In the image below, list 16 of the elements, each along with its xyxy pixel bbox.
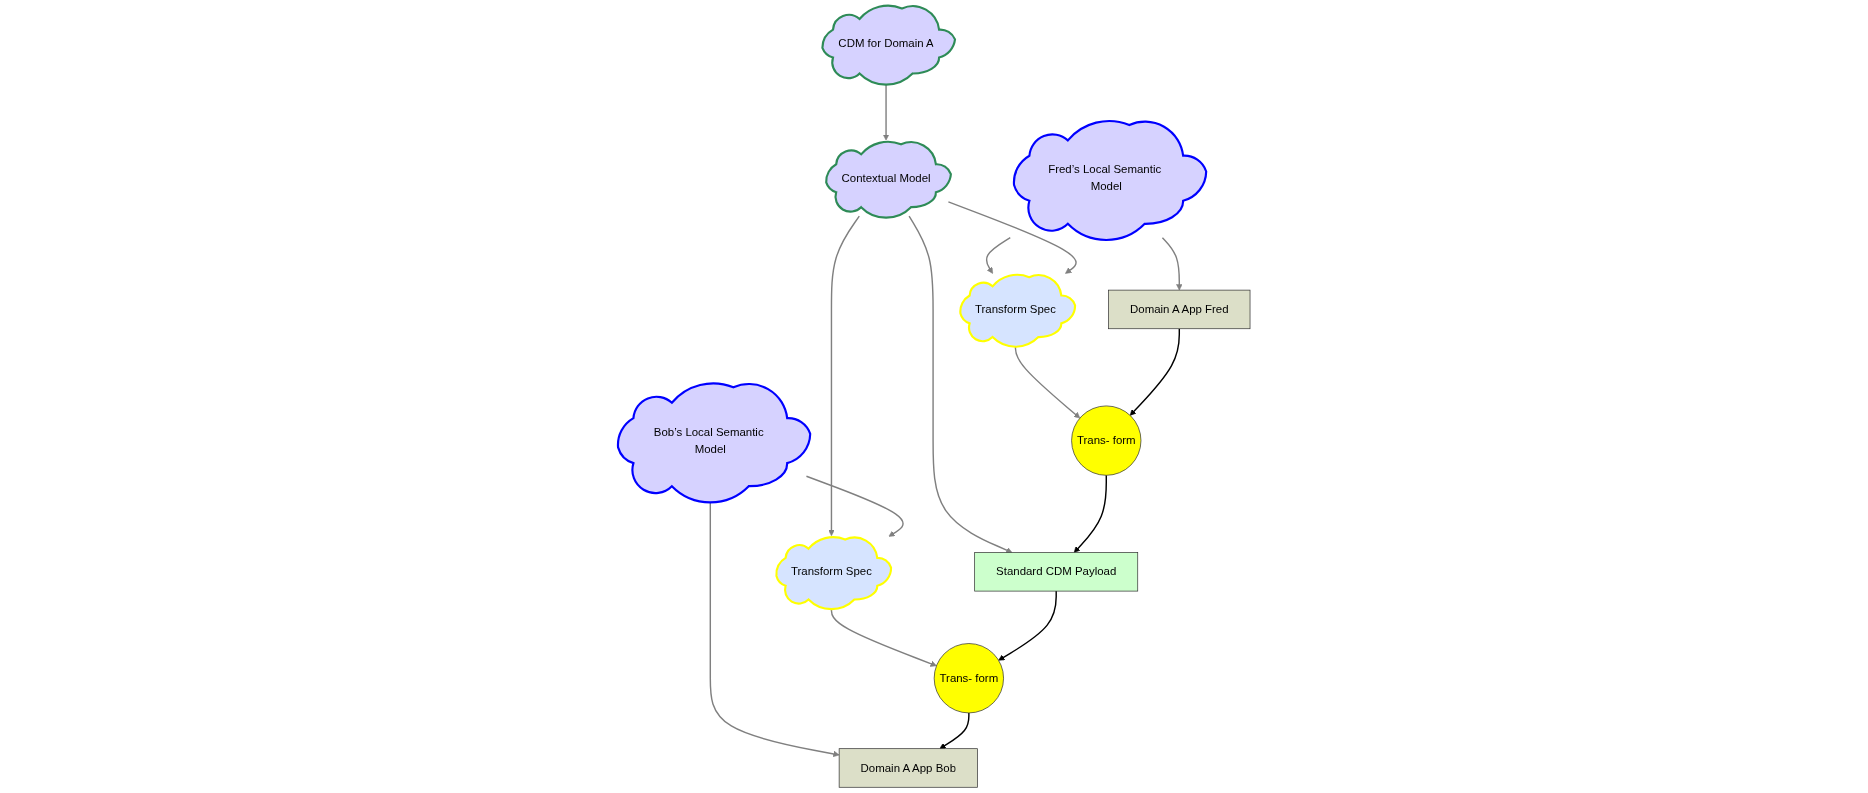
node-box: Domain A App Fred [1108,289,1251,330]
arrow [1073,474,1107,553]
arrow [939,712,970,749]
arrow [830,607,937,667]
arrow [985,237,1011,274]
arrow [828,215,860,537]
arrow [805,475,904,537]
node-circle: Trans- form [933,643,1004,714]
node-box: Standard CDM Payload [974,552,1139,592]
node-box: Domain A App Bob [838,748,978,788]
arrow [1129,328,1180,416]
arrow [998,590,1057,661]
arrow [908,215,1013,554]
node-circle: Trans- form [1071,405,1142,476]
arrow [947,201,1077,274]
arrow [1161,237,1183,291]
